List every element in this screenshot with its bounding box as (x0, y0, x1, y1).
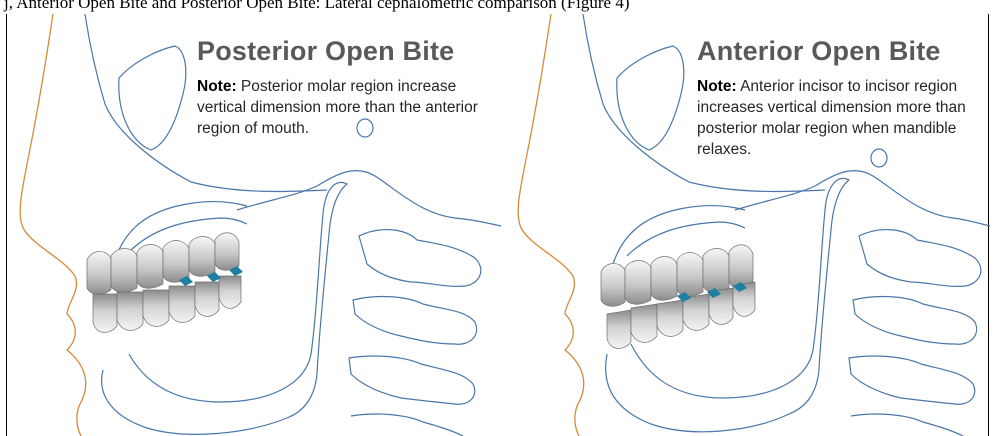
posterior-open-bite-panel: Posterior Open Bite Note: Posterior mola… (7, 14, 507, 436)
figure-caption-cut: j, Anterior Open Bite and Posterior Open… (0, 0, 1002, 14)
zygoma-outline (237, 171, 501, 226)
posterior-note-label: Note: (197, 78, 237, 95)
zygoma-outline (735, 171, 990, 226)
posterior-note: Note: Posterior molar region increase ve… (197, 76, 497, 139)
cervical-vertebrae (349, 230, 481, 436)
anterior-title: Anterior Open Bite (697, 36, 941, 67)
orbit-outline (119, 46, 186, 150)
anterior-note-text: Anterior incisor to incisor region incre… (697, 78, 966, 158)
anterior-note-label: Note: (697, 78, 737, 95)
posterior-title: Posterior Open Bite (197, 36, 454, 67)
anterior-note: Note: Anterior incisor to incisor region… (697, 76, 989, 160)
soft-tissue-profile (20, 14, 86, 436)
orbit-outline (617, 46, 684, 150)
cervical-vertebrae (849, 230, 981, 436)
posterior-note-text: Posterior molar region increase vertical… (197, 78, 478, 137)
anterior-open-bite-panel: Anterior Open Bite Note: Anterior inciso… (507, 14, 990, 436)
palate-inner (627, 222, 745, 256)
soft-tissue-profile (518, 14, 584, 436)
figure-caption-text: j, Anterior Open Bite and Posterior Open… (4, 0, 630, 11)
open-bite-figure: Posterior Open Bite Note: Posterior mola… (6, 14, 989, 436)
